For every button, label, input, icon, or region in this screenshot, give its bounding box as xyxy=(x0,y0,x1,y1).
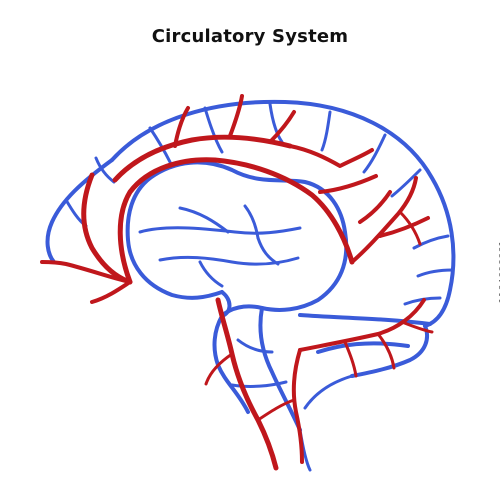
artery-left-down xyxy=(90,280,132,304)
vein-branch-top-2 xyxy=(203,106,224,154)
vein-branch-right-1 xyxy=(412,234,450,250)
vein-branch-top-4 xyxy=(320,110,332,152)
artery-right-branch-1 xyxy=(378,216,430,238)
artery-cerebellum-branch-1 xyxy=(376,332,396,370)
artery-descending-connector xyxy=(204,352,234,386)
vein-temporal-1 xyxy=(138,226,302,235)
vein-temporal-2 xyxy=(158,255,300,266)
artery-cerebellum-branch-3 xyxy=(343,340,358,378)
page-title: Circulatory System xyxy=(151,26,349,47)
artery-right-branch-2 xyxy=(358,190,392,224)
vein-cerebellum-outer xyxy=(350,324,430,378)
artery-cerebellum-branch-2 xyxy=(400,320,434,334)
vein-cerebellum-lower xyxy=(316,341,410,354)
artery-top-arc xyxy=(117,157,355,285)
arteries-group xyxy=(40,94,434,471)
artery-branch-top-4 xyxy=(288,144,374,168)
vein-branch-top-1 xyxy=(148,126,172,164)
vein-branch-right-2 xyxy=(416,268,454,278)
vein-brainstem-trail2 xyxy=(303,374,354,410)
vein-temporal-3 xyxy=(178,206,230,234)
vein-brainstem-mid xyxy=(236,338,274,354)
artery-branch-top-2 xyxy=(228,94,244,138)
vein-branch-top-6 xyxy=(390,168,422,198)
artery-descending-main xyxy=(215,297,279,471)
vein-temporal-6 xyxy=(243,204,260,240)
vein-inner-contour xyxy=(148,160,349,318)
veins-group xyxy=(45,99,456,472)
artery-top-arc-upper xyxy=(112,134,293,183)
vein-temporal-5 xyxy=(198,260,224,288)
artery-descending-connector-2 xyxy=(256,398,296,422)
vein-outer-contour-left xyxy=(45,158,114,264)
artery-main-front xyxy=(81,172,133,285)
vein-temporal-4 xyxy=(256,236,280,266)
vein-outer-contour xyxy=(110,99,456,328)
vein-brainstem-right xyxy=(258,306,302,432)
artery-right-main xyxy=(350,176,418,264)
vein-cerebellum-inner xyxy=(298,313,432,326)
vein-branch-top-5 xyxy=(362,133,387,174)
vein-branch-left-2 xyxy=(94,156,116,184)
artery-descending-second xyxy=(291,348,304,464)
artery-branch-top-1 xyxy=(173,106,190,148)
artery-right-branch-3 xyxy=(398,210,422,246)
artery-branch-top-3 xyxy=(268,110,296,144)
vein-inner-contour-lower xyxy=(125,176,224,300)
vein-branch-top-3 xyxy=(268,102,284,144)
artery-branch-top-5 xyxy=(318,174,378,194)
vein-brainstem-low xyxy=(230,380,288,388)
artery-left-branch xyxy=(40,260,132,284)
